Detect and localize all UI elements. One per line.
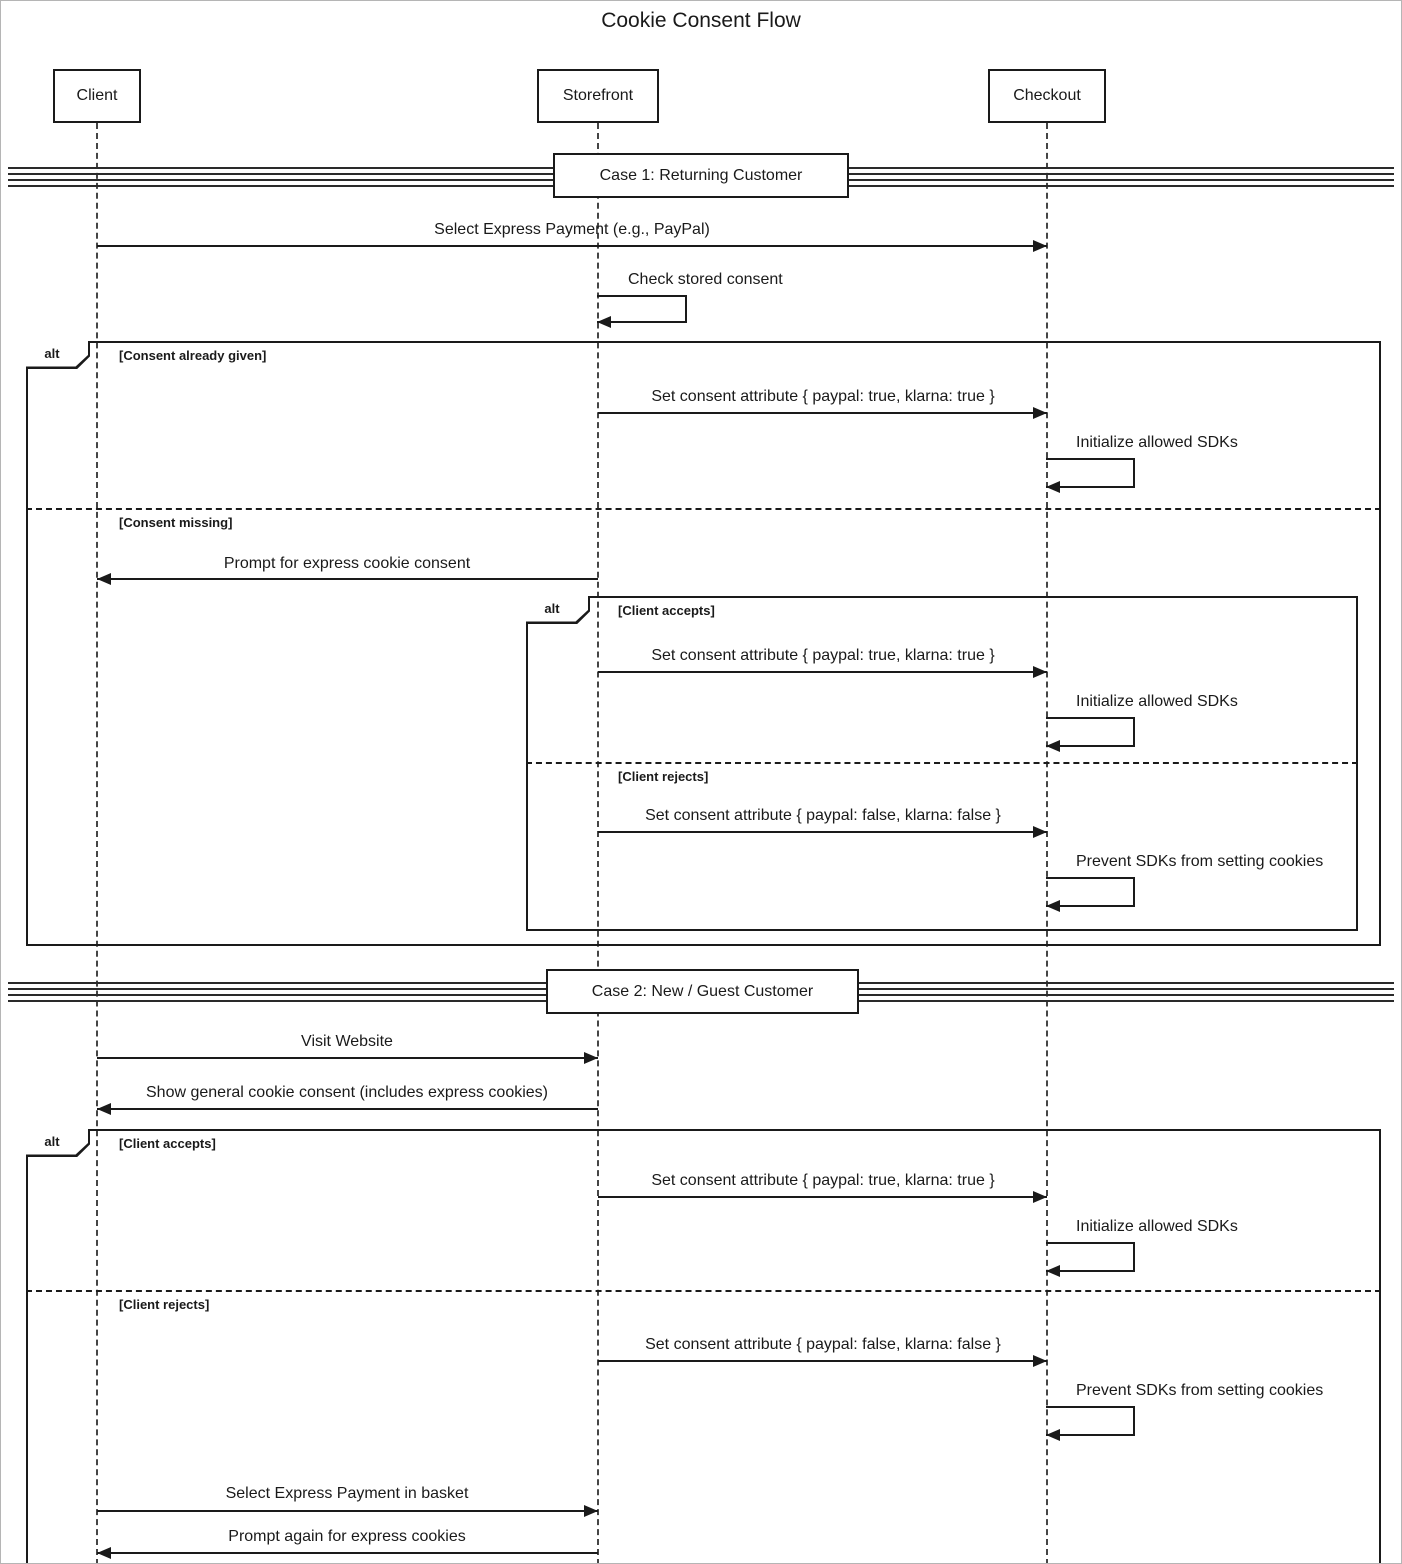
message-line xyxy=(97,245,1047,247)
message-label-init-sdks: Initialize allowed SDKs xyxy=(1076,1218,1238,1235)
condition-client-rejects: [Client rejects] xyxy=(119,1297,210,1312)
condition-client-accepts: [Client accepts] xyxy=(119,1136,216,1151)
message-line xyxy=(97,1057,598,1059)
self-message-loop xyxy=(1046,458,1135,488)
alt-frame-tag: alt xyxy=(26,1129,90,1157)
message-line xyxy=(598,1360,1047,1362)
message-label-set-consent-false: Set consent attribute { paypal: false, k… xyxy=(645,1336,1001,1353)
lifeline-checkout xyxy=(1046,123,1048,1563)
self-message-loop xyxy=(1046,1406,1135,1436)
message-line xyxy=(598,1196,1047,1198)
message-label-prevent-sdks: Prevent SDKs from setting cookies xyxy=(1076,853,1324,870)
arrowhead-left-icon xyxy=(1046,1265,1060,1277)
message-label-set-consent-false: Set consent attribute { paypal: false, k… xyxy=(645,807,1001,824)
message-label-set-consent-true: Set consent attribute { paypal: true, kl… xyxy=(651,1172,995,1189)
arrowhead-left-icon xyxy=(97,1547,111,1559)
message-label-set-consent-true: Set consent attribute { paypal: true, kl… xyxy=(651,388,995,405)
arrowhead-right-icon xyxy=(1033,666,1047,678)
alt-keyword: alt xyxy=(526,596,588,622)
message-line xyxy=(97,1552,598,1554)
condition-consent-missing: [Consent missing] xyxy=(119,515,233,530)
arrowhead-right-icon xyxy=(584,1052,598,1064)
alt-frame-case2 xyxy=(26,1129,1381,1563)
alt-divider-dashed xyxy=(526,762,1358,764)
divider-case1-label: Case 1: Returning Customer xyxy=(553,153,849,198)
message-label-visit-website: Visit Website xyxy=(301,1033,393,1050)
alt-keyword: alt xyxy=(26,341,88,367)
message-label-init-sdks: Initialize allowed SDKs xyxy=(1076,434,1238,451)
message-line xyxy=(97,578,598,580)
message-label-prompt-again: Prompt again for express cookies xyxy=(228,1528,466,1545)
alt-frame-tag: alt xyxy=(26,341,90,369)
condition-client-accepts: [Client accepts] xyxy=(618,603,715,618)
arrowhead-right-icon xyxy=(1033,826,1047,838)
arrowhead-right-icon xyxy=(1033,240,1047,252)
message-label-prevent-sdks: Prevent SDKs from setting cookies xyxy=(1076,1382,1324,1399)
condition-consent-given: [Consent already given] xyxy=(119,348,267,363)
arrowhead-left-icon xyxy=(1046,740,1060,752)
participant-checkout: Checkout xyxy=(988,69,1106,123)
condition-client-rejects: [Client rejects] xyxy=(618,769,709,784)
message-line xyxy=(598,831,1047,833)
message-line xyxy=(97,1108,598,1110)
arrowhead-left-icon xyxy=(597,316,611,328)
alt-keyword: alt xyxy=(26,1129,88,1155)
self-message-loop xyxy=(597,295,687,323)
message-line xyxy=(598,671,1047,673)
message-label-show-consent: Show general cookie consent (includes ex… xyxy=(146,1084,548,1101)
alt-divider-dashed xyxy=(26,508,1381,510)
message-label-set-consent-true: Set consent attribute { paypal: true, kl… xyxy=(651,647,995,664)
arrowhead-left-icon xyxy=(1046,1429,1060,1441)
arrowhead-left-icon xyxy=(1046,900,1060,912)
lifeline-client xyxy=(96,123,98,1563)
message-label-select-basket: Select Express Payment in basket xyxy=(225,1485,469,1502)
participant-storefront: Storefront xyxy=(537,69,659,123)
arrowhead-right-icon xyxy=(1033,1355,1047,1367)
arrowhead-right-icon xyxy=(1033,407,1047,419)
arrowhead-left-icon xyxy=(97,573,111,585)
message-label-select-express: Select Express Payment (e.g., PayPal) xyxy=(434,221,710,238)
alt-frame-tag: alt xyxy=(526,596,590,624)
message-label-init-sdks: Initialize allowed SDKs xyxy=(1076,693,1238,710)
self-message-loop xyxy=(1046,877,1135,907)
message-line xyxy=(97,1510,598,1512)
lifeline-storefront xyxy=(597,123,599,1563)
diagram-title: Cookie Consent Flow xyxy=(601,9,801,32)
alt-frame-outer xyxy=(26,341,1381,946)
message-line xyxy=(598,412,1047,414)
self-message-loop xyxy=(1046,717,1135,747)
arrowhead-left-icon xyxy=(1046,481,1060,493)
self-message-loop xyxy=(1046,1242,1135,1272)
arrowhead-right-icon xyxy=(584,1505,598,1517)
arrowhead-left-icon xyxy=(97,1103,111,1115)
participant-client: Client xyxy=(53,69,141,123)
message-label-check-consent: Check stored consent xyxy=(628,271,783,288)
divider-case2-label: Case 2: New / Guest Customer xyxy=(546,969,859,1014)
alt-divider-dashed xyxy=(26,1290,1381,1292)
arrowhead-right-icon xyxy=(1033,1191,1047,1203)
message-label-prompt-consent: Prompt for express cookie consent xyxy=(223,555,471,572)
